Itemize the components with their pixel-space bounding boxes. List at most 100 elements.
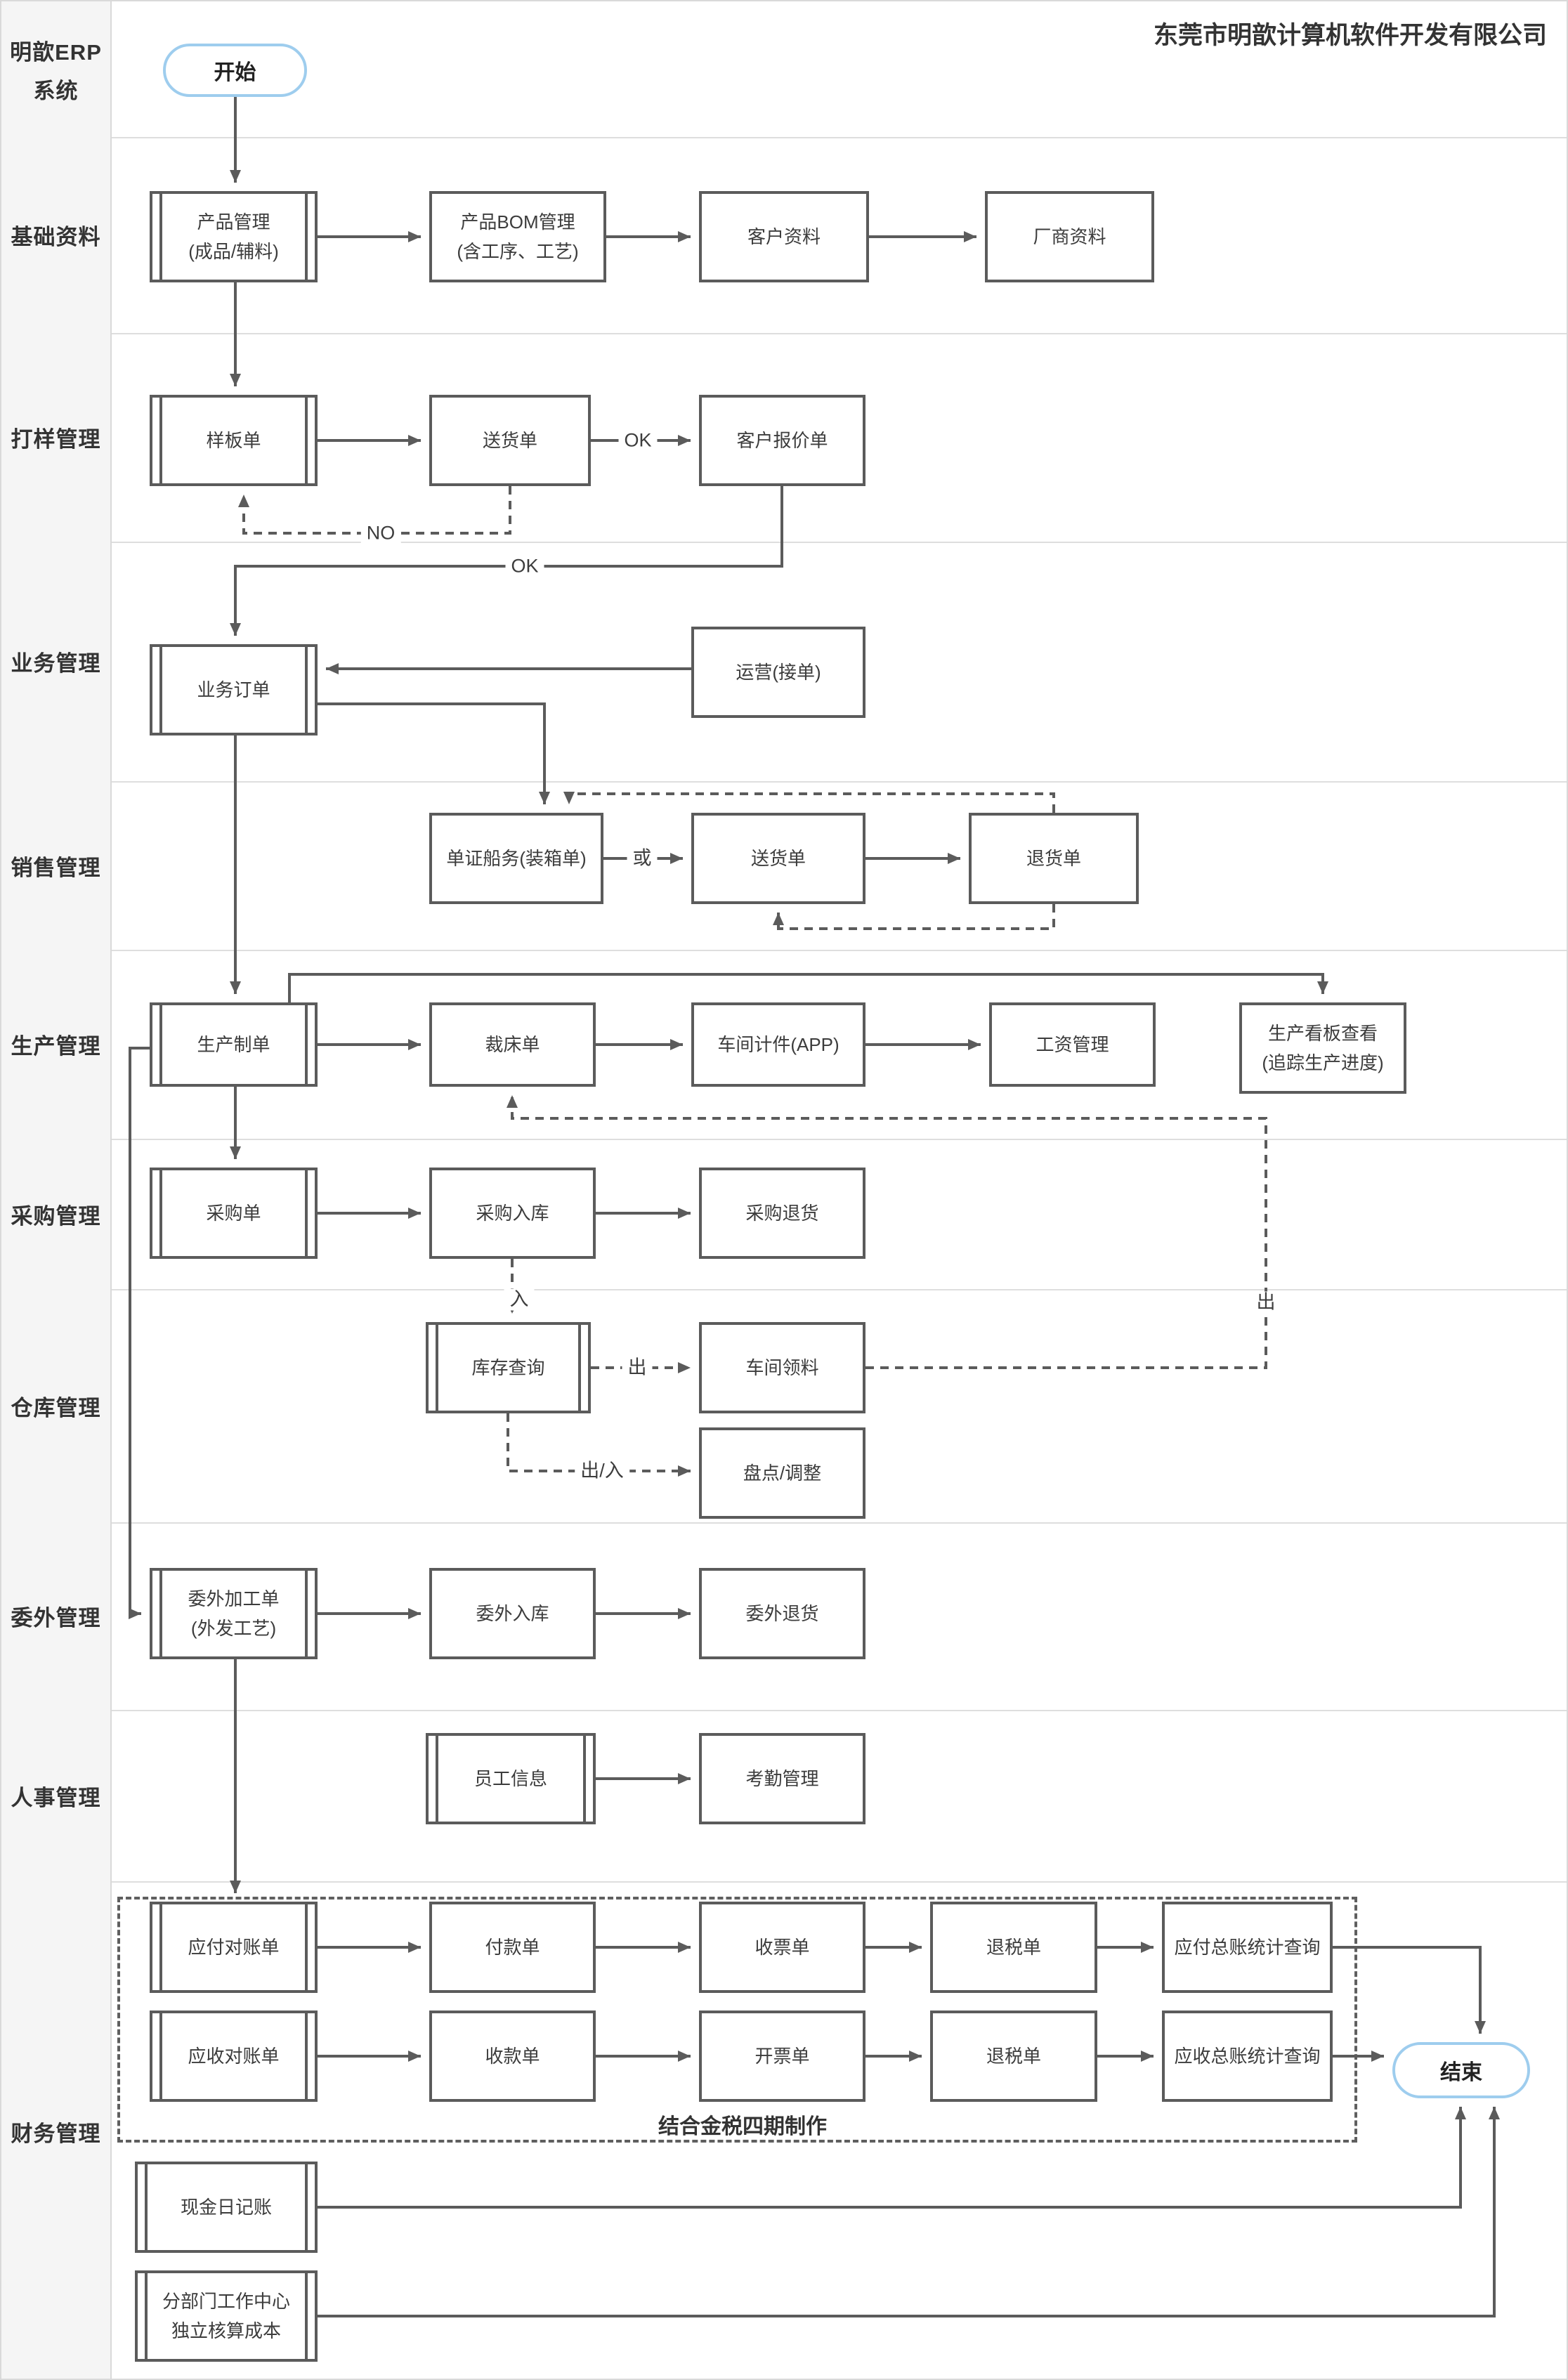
lane-warehouse: 仓库管理 [1,1289,112,1522]
node-label: 产品管理 [197,211,270,233]
node-purchase-inbound: 采购入库 [429,1168,596,1259]
start-label: 开始 [214,61,256,84]
lane-divider [1,950,1567,951]
lane-business: 业务管理 [1,542,112,781]
lane-label: 委外管理 [11,1606,101,1630]
node-label: 送货单 [750,848,806,869]
lane-divider [1,137,1567,138]
lane-label: 生产管理 [11,1034,101,1059]
node-label: 退税单 [986,1937,1041,1958]
lane-label: 人事管理 [11,1785,101,1810]
node-label: 生产看板查看 [1267,1023,1378,1044]
end-label: 结束 [1440,2061,1482,2084]
node-label: 应收对账单 [188,2046,280,2067]
node-label: 客户资料 [747,226,821,247]
lane-base: 基础资料 [1,137,112,333]
node-label: 单证船务(装箱单) [446,848,587,869]
node-label: 采购退货 [745,1203,819,1224]
end-node: 结束 [1392,2042,1530,2098]
node-label: 裁床单 [485,1034,540,1055]
edge-label-ok-quote: OK [618,429,658,452]
node-label: 收票单 [754,1937,810,1958]
node-purchase-return: 采购退货 [699,1168,865,1259]
lane-header-line2: 系统 [33,78,79,103]
lane-label: 采购管理 [11,1203,101,1229]
node-cash-journal: 现金日记账 [135,2162,318,2253]
lane-header: 明歆ERP 系统 [1,1,112,137]
node-label: 付款单 [485,1937,540,1958]
node-label: 盘点/调整 [743,1463,822,1484]
lane-divider [1,781,1567,783]
node-tax-refund-ap: 退税单 [930,1902,1097,1993]
node-invoice-issued: 开票单 [699,2010,865,2102]
edge-label-or: 或 [627,847,658,870]
lane-label: 业务管理 [11,651,101,676]
edge-label-no: NO [360,522,401,544]
node-sublabel: (追踪生产进度) [1262,1052,1384,1073]
lane-divider [1,1139,1567,1140]
node-outsource-order: 委外加工单 (外发工艺) [150,1568,318,1659]
node-employee-info: 员工信息 [426,1733,596,1824]
node-label: 客户报价单 [736,430,828,451]
lane-divider [1,1710,1567,1711]
edge-label-out-workshop: 出 [1250,1291,1281,1314]
node-purchase-order: 采购单 [150,1168,318,1259]
node-outsource-return: 委外退货 [699,1568,865,1659]
node-ap-statement: 应付对账单 [150,1902,318,1993]
node-label: 应付对账单 [188,1937,280,1958]
lane-sampling: 打样管理 [1,333,112,542]
node-return-note: 退货单 [969,813,1139,904]
lane-label: 基础资料 [11,225,101,249]
node-operations: 运营(接单) [691,627,865,718]
node-invoice-received: 收票单 [699,1902,865,1993]
node-label: 员工信息 [473,1768,547,1789]
node-label: 考勤管理 [745,1768,819,1789]
node-attendance: 考勤管理 [699,1733,865,1824]
node-product-mgmt: 产品管理 (成品/辅料) [150,191,318,282]
golden-tax-annotation: 结合金税四期制作 [658,2115,827,2138]
lane-divider [1,333,1567,334]
lane-label: 仓库管理 [11,1395,101,1420]
lane-header-line1: 明歆ERP [10,39,102,65]
node-production-order: 生产制单 [150,1002,318,1087]
node-label: 厂商资料 [1033,226,1106,247]
node-cutting-order: 裁床单 [429,1002,596,1087]
node-kanban: 生产看板查看 (追踪生产进度) [1239,1002,1406,1094]
node-receipt-note: 收款单 [429,2010,596,2102]
node-label: 分部门工作中心 [162,2291,290,2312]
node-outsource-inbound: 委外入库 [429,1568,596,1659]
edge-label-out-pick: 出 [622,1356,653,1379]
node-label: 库存查询 [471,1357,545,1378]
node-label: 委外加工单 [188,1588,280,1609]
node-sublabel: (成品/辅料) [188,241,279,262]
node-label: 采购入库 [476,1203,549,1224]
node-shipping-docs: 单证船务(装箱单) [429,813,603,904]
node-sublabel: 独立核算成本 [171,2320,281,2341]
node-ap-ledger-query: 应付总账统计查询 [1162,1902,1333,1993]
lane-divider [1,542,1567,543]
node-tax-refund-ar: 退税单 [930,2010,1097,2102]
node-label: 收款单 [485,2046,540,2067]
company-name: 东莞市明歆计算机软件开发有限公司 [1153,22,1547,49]
node-customer-quote: 客户报价单 [699,395,865,486]
node-sample-order: 样板单 [150,395,318,486]
lane-purchasing: 采购管理 [1,1139,112,1289]
edge-label-in-out: 出/入 [575,1460,629,1482]
node-label: 业务订单 [197,679,270,700]
node-label: 样板单 [206,430,261,451]
lane-divider [1,1289,1567,1290]
lane-production: 生产管理 [1,950,112,1139]
node-label: 应付总账统计查询 [1174,1937,1321,1958]
edge-label-in: 入 [504,1288,535,1311]
node-label: 退货单 [1026,848,1081,869]
golden-tax-group-frame [117,1897,1357,2143]
lane-divider [1,1522,1567,1524]
node-label: 车间计件(APP) [717,1034,839,1055]
node-label: 委外退货 [745,1603,819,1624]
node-label: 送货单 [482,430,537,451]
node-piecework-app: 车间计件(APP) [691,1002,865,1087]
node-delivery-note: 送货单 [691,813,865,904]
lane-label: 财务管理 [11,2121,101,2146]
node-stocktake: 盘点/调整 [699,1427,865,1519]
